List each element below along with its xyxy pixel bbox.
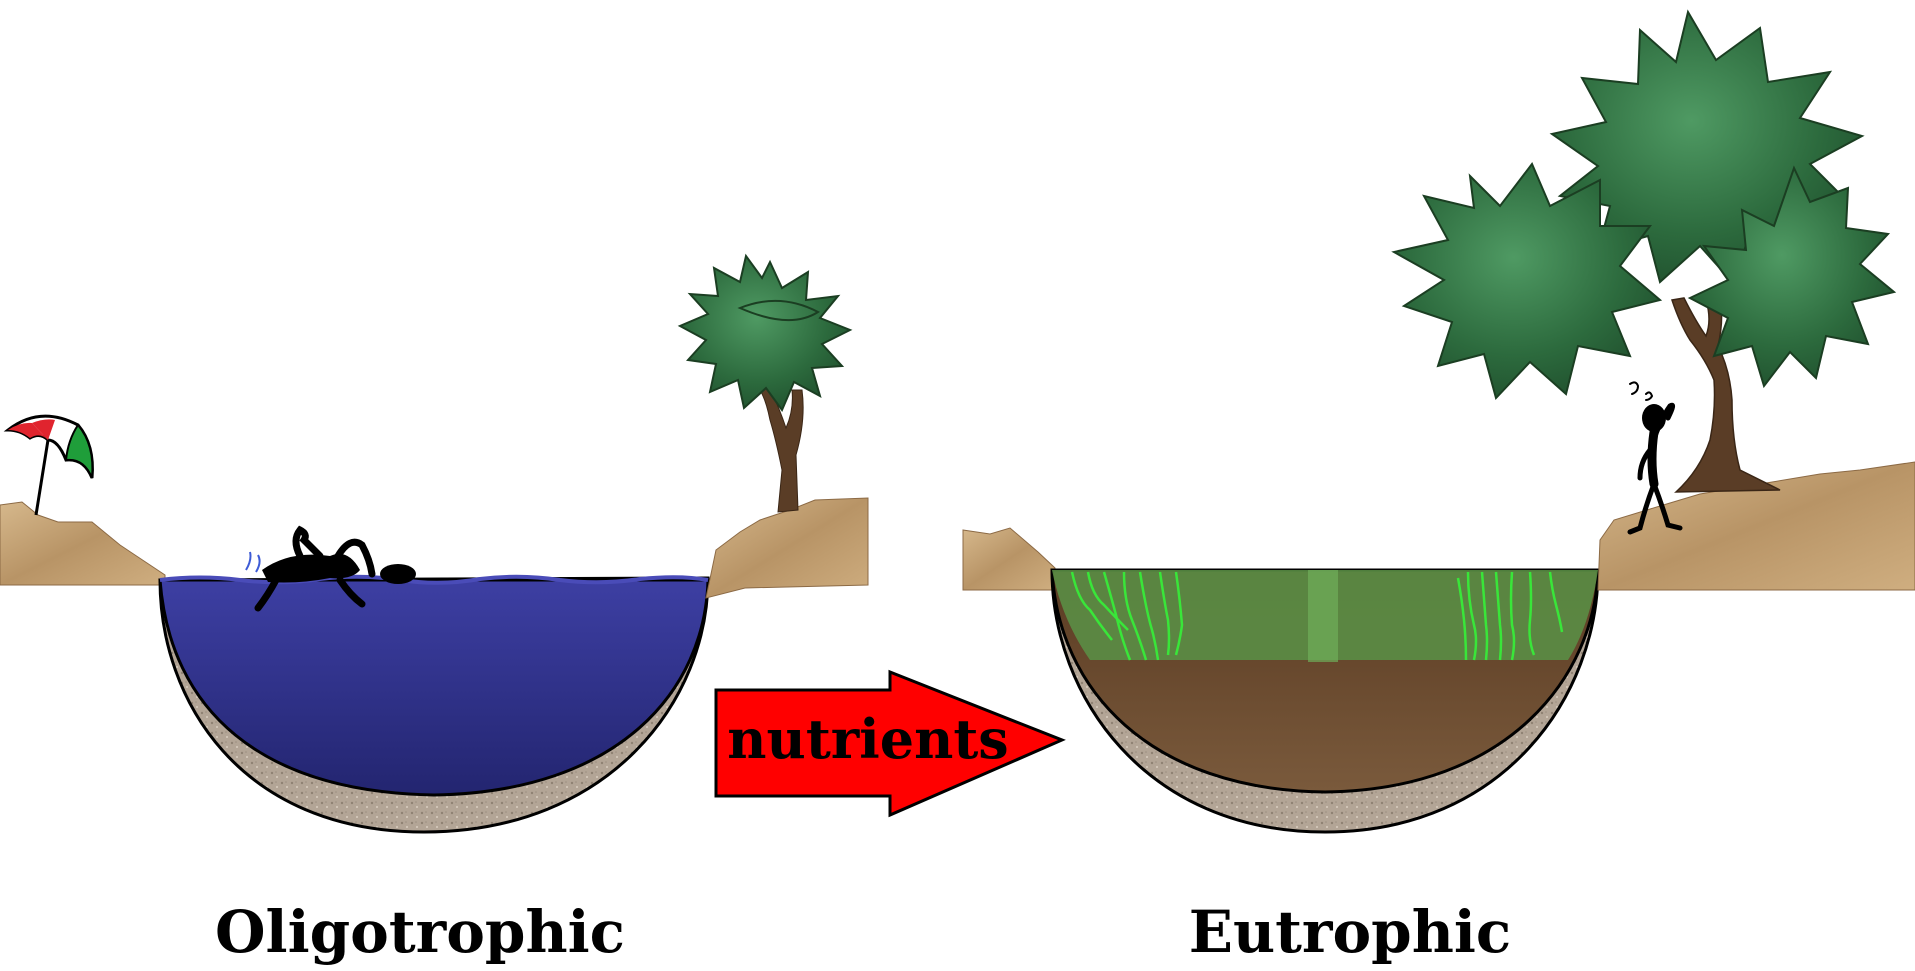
beach-umbrella-icon [8, 416, 92, 515]
oligotrophic-label: Oligotrophic [215, 898, 625, 966]
right-lake-left-shore [963, 528, 1055, 590]
small-tree [680, 256, 850, 512]
nutrients-label: nutrients [727, 707, 1008, 771]
eutrophic-label: Eutrophic [1189, 898, 1511, 966]
eutrophic-lake [963, 12, 1915, 832]
left-lake-right-shore [706, 498, 868, 598]
small-tree-canopy [680, 256, 850, 410]
left-shore-soil [0, 502, 165, 585]
nutrients-arrow: nutrients [716, 672, 1062, 815]
